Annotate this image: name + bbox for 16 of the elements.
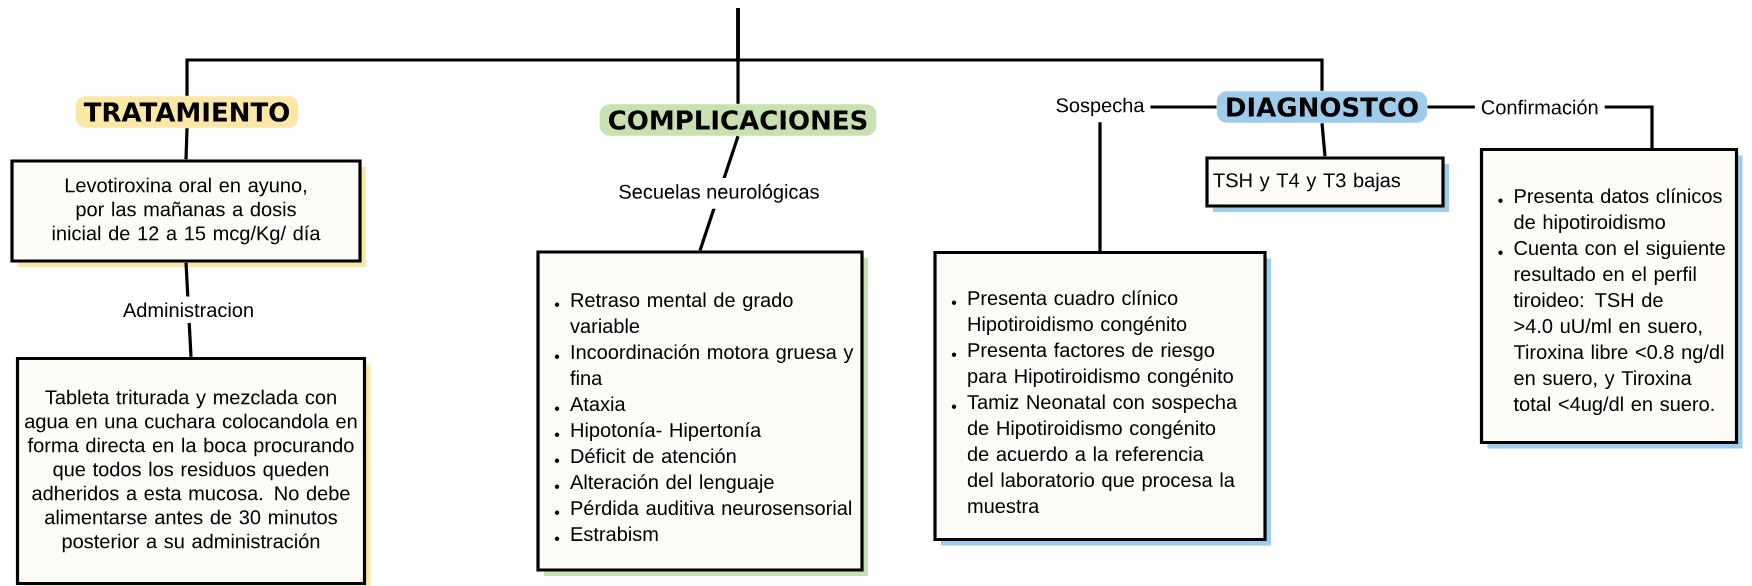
connector-line bbox=[736, 8, 1324, 91]
edge-label: Secuelas neurológicas bbox=[612, 177, 826, 209]
text-box: Levotiroxina oral en ayuno, por las mañanas a dosis inicial de 12 a 15 mcg/Kg/ día bbox=[10, 159, 366, 267]
text-box: Retraso mental de grado variable Incoordinación motora gruesa y fina Ataxia Hipotonía- Hipertonía Déficit de atención Alteración del lenguaje Pérdida auditiva neurosensorial Estrabism bbox=[536, 250, 868, 576]
highlighted-heading: DIAGNOSTCO bbox=[1216, 91, 1428, 123]
edge-label: Confirmación bbox=[1474, 93, 1605, 121]
text-box: TSH y T4 y T3 bajas bbox=[1205, 156, 1449, 212]
text-box: Tableta triturada y mezclada con agua en una cuchara colocandola en forma directa en la boca procurando que todos los residuos queden adheridos a esta mucosa. No debe alimentarse antes de 30 minutos posterior a su administración bbox=[15, 356, 371, 586]
highlighted-heading: TRATAMIENTO bbox=[75, 96, 299, 128]
edge-label: Administracion bbox=[116, 296, 261, 324]
highlighted-heading: COMPLICACIONES bbox=[599, 104, 877, 136]
text-box: Presenta datos clínicos de hipotiroidismo Cuenta con el siguiente resultado en el perfil tiroideo: TSH de >4.0 uU/ml en suero, Tiroxina libre <0.8 ng/dl en suero, y Tiroxina total <4ug/dl en suero. bbox=[1479, 147, 1743, 449]
edge-label: Sospecha bbox=[1049, 91, 1151, 123]
text-box: Presenta cuadro clínico Hipotiroidismo congénito Presenta factores de riesgo para Hipotiroidismo congénito Tamiz Neonatal con sospecha de Hipotiroidismo congénito de acuerdo a la referencia del laboratorio que procesa la muestra bbox=[933, 250, 1271, 546]
connector-line bbox=[184, 128, 189, 160]
connector-line bbox=[1320, 123, 1327, 157]
